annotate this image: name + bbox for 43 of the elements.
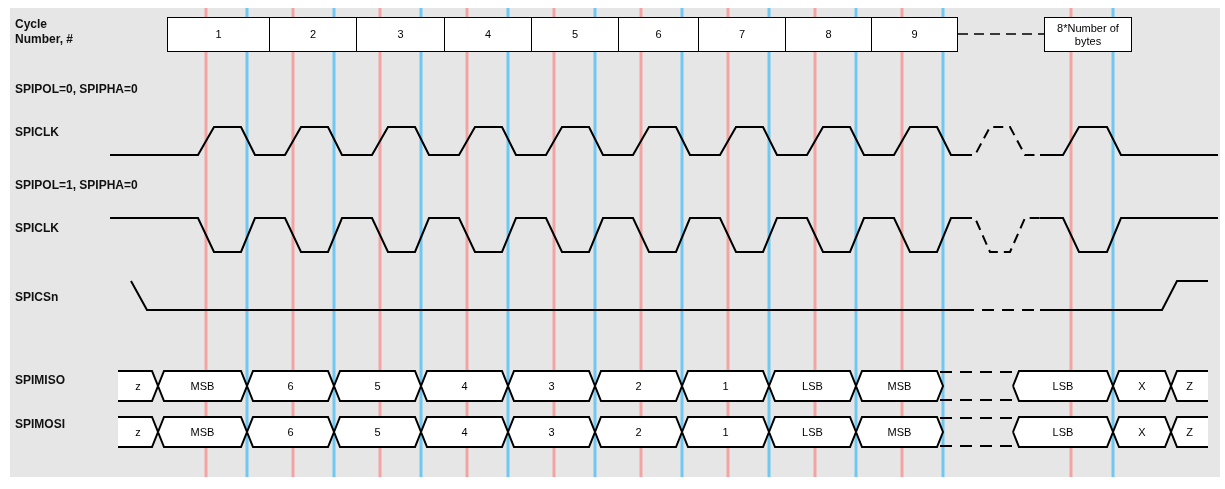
signal-label: SPICLK	[15, 125, 59, 140]
row-label: Cycle Number, #	[15, 17, 75, 47]
data-bit-cell: Z	[1171, 417, 1208, 447]
continuation-line	[957, 33, 1045, 35]
signal-label: SPIPOL=0, SPIPHA=0	[15, 82, 138, 97]
data-bit-cell: z	[118, 371, 158, 401]
data-bit-cell: X	[1113, 417, 1171, 447]
data-bit-cell: 1	[682, 417, 769, 447]
signal-label: SPIMISO	[15, 373, 65, 388]
data-bit-cell: LSB	[1013, 417, 1113, 447]
data-bit-cell: X	[1113, 371, 1171, 401]
data-bit-cell: LSB	[769, 371, 856, 401]
data-bit-cell: MSB	[856, 371, 943, 401]
cycle-number-box: 8	[785, 17, 872, 52]
data-bit-cell: 4	[421, 417, 508, 447]
cycle-number-box: 8*Number of bytes	[1044, 17, 1132, 52]
data-bit-cell: 6	[247, 417, 334, 447]
cycle-number-box: 5	[531, 17, 619, 52]
data-bit-cell: 5	[334, 417, 421, 447]
data-bit-cell: 6	[247, 371, 334, 401]
signal-label: SPICLK	[15, 221, 59, 236]
data-bit-cell: LSB	[769, 417, 856, 447]
cycle-number-box: 7	[698, 17, 786, 52]
signal-label: SPIPOL=1, SPIPHA=0	[15, 178, 138, 193]
cycle-number-box: 2	[269, 17, 357, 52]
data-bit-cell: MSB	[856, 417, 943, 447]
cycle-number-box: 3	[356, 17, 445, 52]
data-bit-cell: 5	[334, 371, 421, 401]
data-bit-cell: z	[118, 417, 158, 447]
cycle-number-box: 4	[444, 17, 532, 52]
signal-label: SPICSn	[15, 290, 59, 305]
data-bit-cell: 3	[508, 417, 595, 447]
cycle-number-box: 1	[167, 17, 270, 52]
signal-label: SPIMOSI	[15, 417, 65, 432]
cycle-number-box: 9	[871, 17, 958, 52]
data-bit-cell: Z	[1171, 371, 1208, 401]
cycle-number-box: 6	[618, 17, 699, 52]
data-bit-cell: 2	[595, 371, 682, 401]
data-bit-cell: 3	[508, 371, 595, 401]
data-bit-cell: 2	[595, 417, 682, 447]
data-bit-cell: 1	[682, 371, 769, 401]
data-bit-cell: LSB	[1013, 371, 1113, 401]
data-bit-cell: 4	[421, 371, 508, 401]
